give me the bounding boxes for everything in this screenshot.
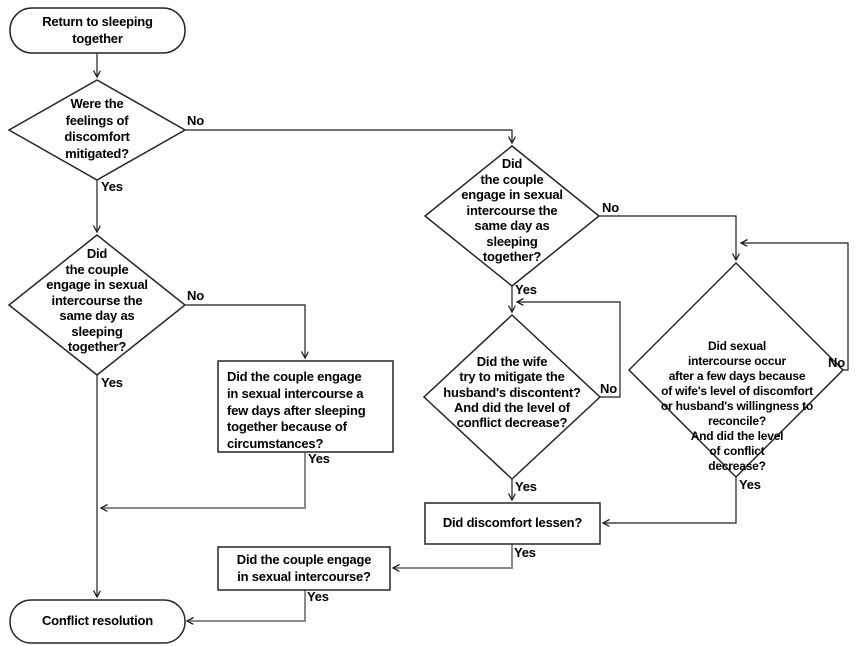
start-terminator-shape: [9, 7, 186, 54]
edge-mitigated-no: [185, 129, 512, 143]
edge-fewdays-right-yes: [603, 477, 737, 523]
edge-sameday-right-no: [599, 215, 736, 260]
edge-label-yes: Yes: [515, 282, 537, 297]
edge-label-yes: Yes: [514, 545, 536, 560]
node-label-end: Conflict resolution: [41, 613, 154, 628]
process-fewdays-shape: [217, 360, 394, 453]
decision-sameday-right-shape: [423, 145, 601, 287]
edge-label-no: No: [602, 200, 619, 215]
decision-wife-shape: [422, 313, 602, 481]
node-label-sameday-right: Did the couple engage in sexual intercou…: [461, 156, 563, 264]
decision-sameday-left-shape: [7, 234, 187, 376]
edge-label-yes: Yes: [739, 477, 761, 492]
node-label-mitigated: Were the feelings of discomfort mitigate…: [64, 96, 130, 161]
decision-fewdays-right-shape: [627, 261, 845, 479]
edge-label-yes: Yes: [307, 589, 329, 604]
edge-label-yes: Yes: [515, 479, 537, 494]
edge-label-no: No: [600, 381, 617, 396]
edge-label-no: No: [187, 288, 204, 303]
edge-label-yes: Yes: [308, 451, 330, 466]
node-label-wife-mitigate: Did the wife try to mitigate the husband…: [443, 354, 581, 431]
edge-fewdays-right-no-loop: [741, 243, 849, 371]
edge-label-no: No: [187, 113, 204, 128]
edge-label-no: No: [828, 355, 845, 370]
process-intercourse-shape: [217, 546, 391, 591]
edge-label-yes: Yes: [101, 179, 123, 194]
edge-sameday-left-no: [185, 304, 305, 358]
edge-wife-no-loop: [517, 302, 621, 398]
node-label-start: Return to sleeping together: [42, 14, 153, 46]
process-lessen-shape: [424, 502, 601, 545]
edge-fewdays-yes: [101, 452, 306, 508]
node-label-fewdays-right: Did sexual intercourse occur after a few…: [660, 339, 814, 473]
edge-lessen-yes: [393, 544, 513, 568]
end-terminator-shape: [9, 599, 186, 644]
decision-mitigated-shape: [7, 79, 187, 181]
node-label-discomfort-lessen: Did discomfort lessen?: [442, 515, 583, 530]
node-label-fewdays: Did the couple engage in sexual intercou…: [227, 369, 366, 452]
node-label-intercourse: Did the couple engage in sexual intercou…: [236, 552, 372, 584]
edge-label-yes: Yes: [101, 375, 123, 390]
edge-intercourse-yes: [187, 590, 306, 621]
node-label-sameday-left: Did the couple engage in sexual intercou…: [46, 246, 148, 354]
